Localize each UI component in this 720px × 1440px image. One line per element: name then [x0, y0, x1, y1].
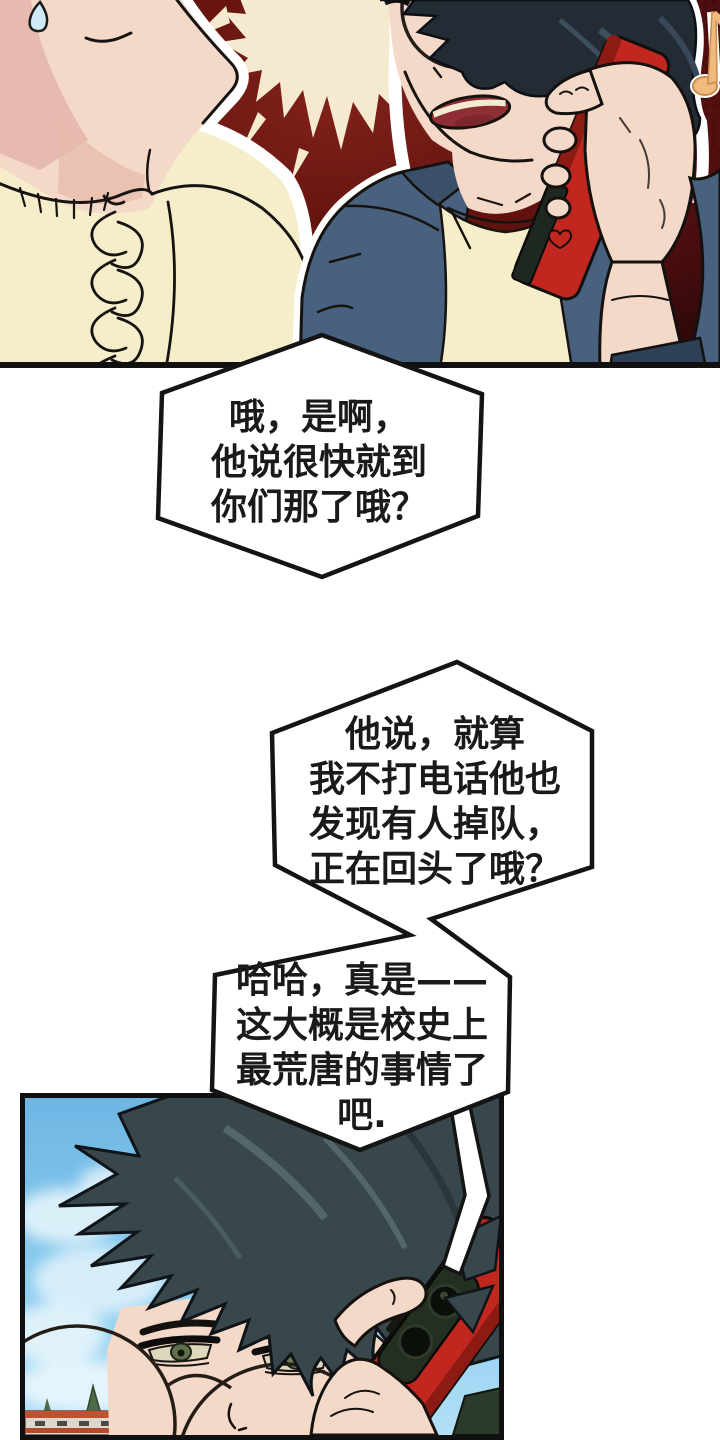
character-right [291, 0, 720, 368]
vehicle [451, 1387, 499, 1435]
bubble-line: 哈哈，真是—— [235, 960, 488, 1001]
heart-charm-icon [547, 229, 573, 250]
bubble-line: 他说很快就到 [210, 442, 427, 483]
left-eye [137, 1335, 221, 1367]
panel-top [0, 0, 720, 368]
character-left [0, 0, 315, 368]
bubble-line: 吧. [337, 1095, 387, 1136]
right-hand [540, 61, 697, 368]
wrist [598, 260, 688, 368]
sweater-yoke [150, 184, 306, 264]
hair-strand [442, 1284, 496, 1335]
sleeve [684, 168, 720, 368]
bottom-hand [309, 1276, 439, 1435]
left-eyebrow [139, 1319, 219, 1336]
sweater-braid [90, 194, 176, 368]
bubble-line: 你们那了哦？ [210, 487, 427, 528]
bubble-2-3-shape [209, 659, 595, 1153]
speech-bubble-2-text: 他说，就算 我不打电话他也 发现有人掉队， 正在回头了哦？ [282, 712, 588, 892]
bubble-line: 我不打电话他也 [308, 759, 561, 800]
sweat-drop-icon [28, 0, 49, 33]
bubble-line: 发现有人掉队， [308, 804, 561, 845]
speech-bubble-1-text: 哦，是啊， 他说很快就到 你们那了哦？ [159, 395, 479, 530]
speech-bubble-1 [140, 328, 496, 584]
bubble-line: 哦，是啊， [228, 397, 409, 438]
bubble-line: 他说，就算 [344, 714, 525, 755]
panel-bottom [20, 1093, 504, 1440]
bubble-line: 最荒唐的事情了 [235, 1050, 488, 1091]
music-note-icon [690, 11, 720, 98]
speech-bubble-2-3 [198, 652, 602, 1292]
left-mouth [84, 31, 133, 43]
bubble-line: 正在回头了哦？ [308, 849, 561, 890]
bubble-line: 这大概是校史上 [235, 1005, 488, 1046]
speech-bubble-3-text: 哈哈，真是—— 这大概是校史上 最荒唐的事情了 吧. [212, 958, 512, 1138]
mouth-open [428, 94, 512, 130]
